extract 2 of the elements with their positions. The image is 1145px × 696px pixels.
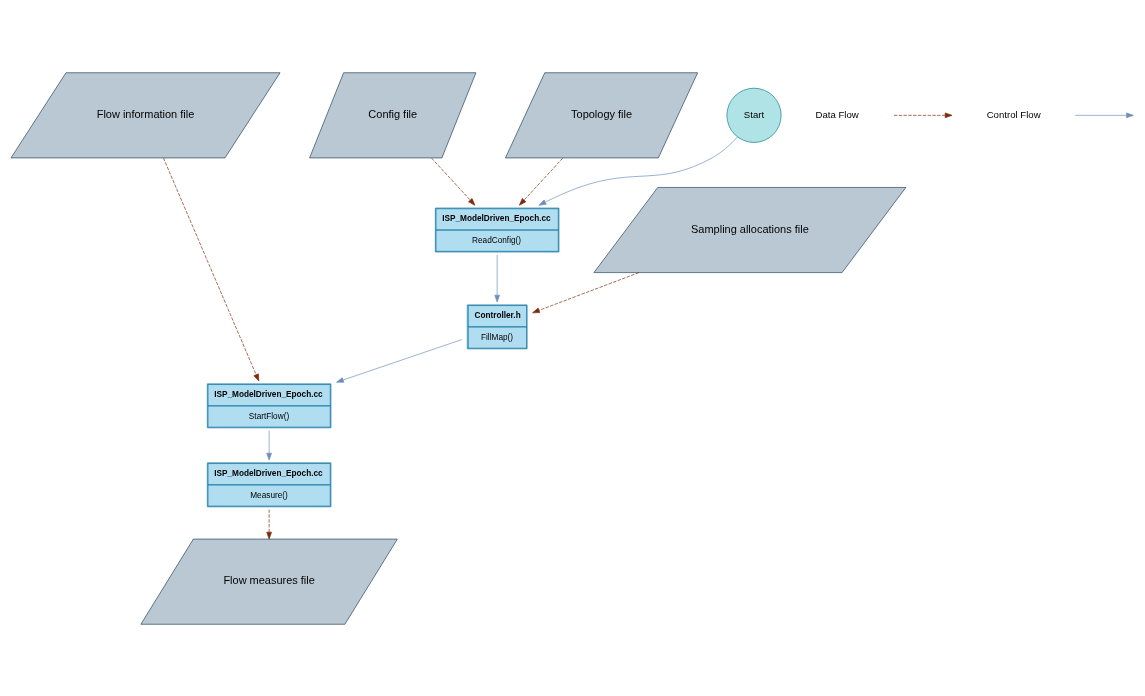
legend-label: Data Flow <box>815 108 859 120</box>
legend-label: Control Flow <box>986 108 1041 120</box>
